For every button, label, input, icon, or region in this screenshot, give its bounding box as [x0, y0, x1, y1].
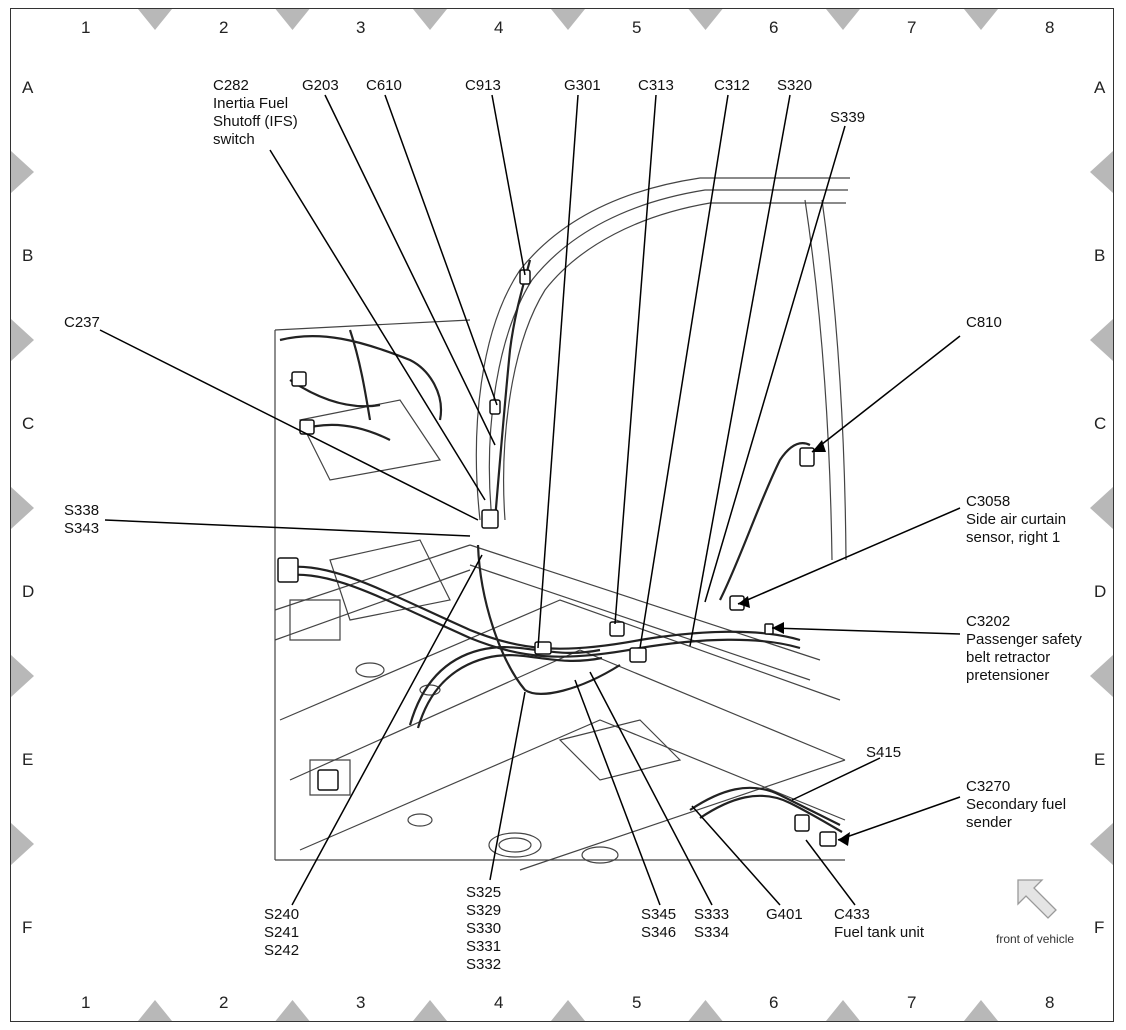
grid-marker-left	[11, 487, 34, 529]
grid-col-bottom-1: 1	[81, 993, 91, 1012]
front-arrow-icon	[1017, 879, 1057, 919]
grid-row-right-D: D	[1094, 582, 1107, 601]
grid-row-right-F: F	[1094, 918, 1105, 937]
label-c913: C913	[465, 77, 501, 94]
connectors	[277, 269, 837, 847]
grid-row-left-B: B	[22, 246, 34, 265]
grid-marker-top	[275, 9, 310, 30]
grid-col-top-8: 8	[1045, 18, 1055, 37]
label-c610: C610	[366, 77, 402, 94]
grid-marker-right	[1090, 487, 1113, 529]
grid-marker-top	[138, 9, 172, 30]
grid-col-bottom-8: 8	[1045, 993, 1055, 1012]
grid-marker-bottom	[413, 1000, 447, 1021]
vehicle-body-outline	[274, 177, 850, 871]
label-g401: G401	[766, 906, 803, 923]
diagram-frame	[10, 8, 1114, 1022]
grid-marker-bottom	[275, 1000, 310, 1021]
grid-marker-left	[11, 655, 34, 697]
front-of-vehicle-note: front of vehicle	[996, 932, 1075, 946]
grid-col-bottom-3: 3	[356, 993, 366, 1012]
grid-row-right-B: B	[1094, 246, 1106, 265]
grid-marker-bottom	[688, 1000, 723, 1021]
grid-row-left-D: D	[22, 582, 35, 601]
grid-marker-right	[1090, 823, 1113, 865]
grid-col-top-1: 1	[81, 18, 91, 37]
grid-col-bottom-5: 5	[632, 993, 642, 1012]
grid-col-bottom-4: 4	[494, 993, 504, 1012]
label-g301: G301	[564, 77, 601, 94]
grid-marker-right	[1090, 151, 1113, 193]
grid-row-left-A: A	[22, 78, 34, 97]
grid-col-top-4: 4	[494, 18, 504, 37]
grid-marker-top	[413, 9, 447, 30]
grid-marker-right	[1090, 319, 1113, 361]
grid-row-right-C: C	[1094, 414, 1107, 433]
grid-marker-top	[826, 9, 860, 30]
grid-marker-left	[11, 151, 34, 193]
label-c313: C313	[638, 77, 674, 94]
grid-col-bottom-6: 6	[769, 993, 779, 1012]
grid-markers	[11, 9, 1113, 1021]
label-c810: C810	[966, 314, 1002, 331]
leader-lines	[99, 94, 961, 906]
grid-col-top-6: 6	[769, 18, 779, 37]
grid-row-left-F: F	[22, 918, 33, 937]
grid-marker-left	[11, 823, 34, 865]
grid-col-top-3: 3	[356, 18, 366, 37]
label-s415: S415	[866, 744, 902, 761]
grid-row-left-C: C	[22, 414, 35, 433]
grid-row-right-E: E	[1094, 750, 1106, 769]
label-c237: C237	[64, 314, 100, 331]
label-s320: S320	[777, 77, 813, 94]
grid-col-top-5: 5	[632, 18, 642, 37]
grid-col-bottom-7: 7	[907, 993, 917, 1012]
leader-arrowheads	[738, 440, 850, 846]
grid-marker-bottom	[826, 1000, 860, 1021]
grid-marker-top	[964, 9, 998, 30]
grid-row-left-E: E	[22, 750, 34, 769]
grid-marker-right	[1090, 655, 1113, 697]
grid-marker-bottom	[551, 1000, 585, 1021]
grid-marker-bottom	[964, 1000, 998, 1021]
grid-row-right-A: A	[1094, 78, 1106, 97]
label-s339: S339	[830, 109, 866, 126]
label-g203: G203	[302, 77, 339, 94]
grid-marker-top	[551, 9, 585, 30]
grid-marker-bottom	[138, 1000, 172, 1021]
grid-col-bottom-2: 2	[219, 993, 229, 1012]
grid-col-top-7: 7	[907, 18, 917, 37]
grid-marker-left	[11, 319, 34, 361]
grid-col-top-2: 2	[219, 18, 229, 37]
label-c312: C312	[714, 77, 750, 94]
grid-marker-top	[688, 9, 723, 30]
